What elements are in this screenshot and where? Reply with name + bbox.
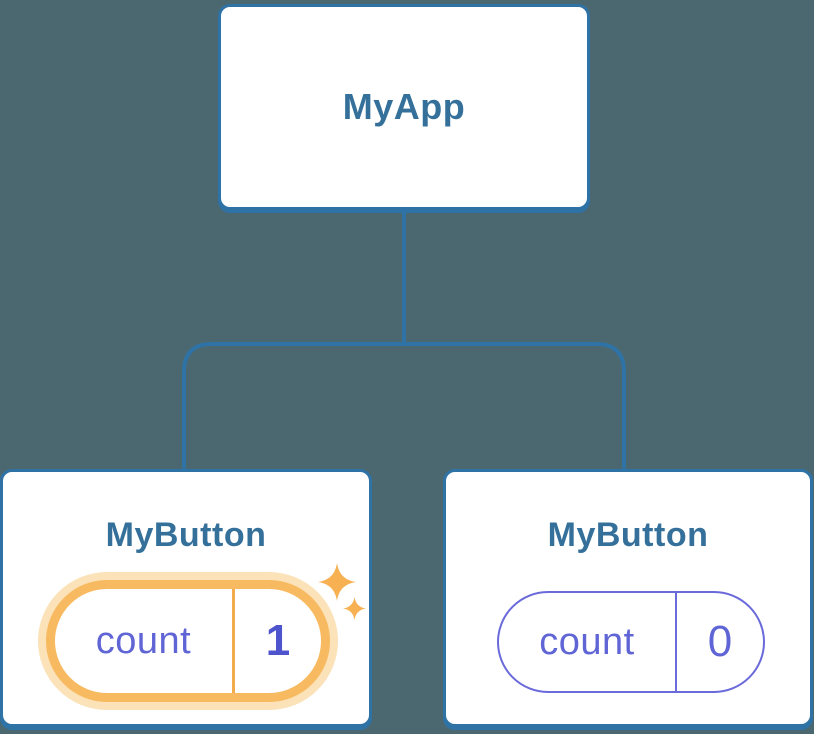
state-value: 1 <box>265 616 291 665</box>
state-pill-normal: count 0 <box>497 591 765 693</box>
pill-divider <box>675 593 677 691</box>
state-value: 0 <box>707 617 733 666</box>
node-mybutton-left: MyButton count 1 <box>0 469 372 727</box>
sparkle-icon <box>343 597 366 620</box>
state-key-label: count <box>539 620 635 663</box>
sparkle-icon <box>318 563 356 601</box>
state-key-label: count <box>95 619 192 662</box>
node-mybutton-right: MyButton count 0 <box>443 469 813 727</box>
node-mybutton-left-label: MyButton <box>105 516 267 554</box>
node-myapp-label: MyApp <box>342 86 466 127</box>
node-myapp: MyApp <box>218 4 590 210</box>
state-pill-highlighted: count 1 <box>46 580 330 702</box>
pill-divider <box>232 589 235 693</box>
node-mybutton-right-label: MyButton <box>547 516 709 554</box>
children-bracket-line <box>182 342 626 470</box>
